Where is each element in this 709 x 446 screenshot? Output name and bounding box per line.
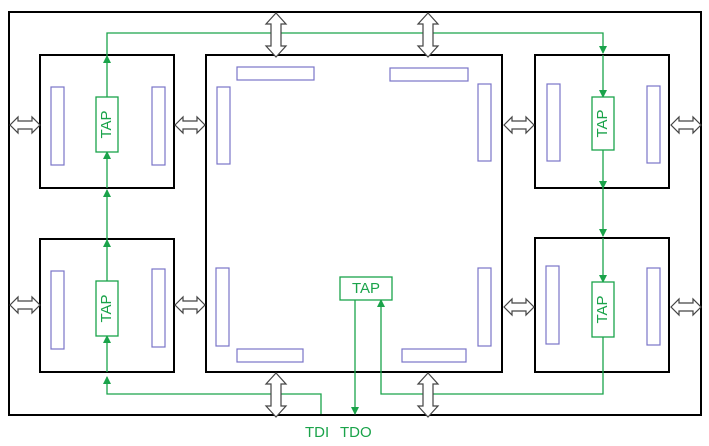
tap-box — [95, 96, 119, 153]
register-cell — [477, 83, 492, 162]
tap-top-left: TAP — [95, 96, 119, 153]
tap-bottom-left: TAP — [95, 280, 119, 337]
scan-path — [106, 32, 607, 56]
register-cell — [545, 265, 560, 345]
scan-path — [377, 299, 604, 395]
bidirectional-arrow-icon — [9, 295, 41, 315]
register-cell — [646, 267, 661, 346]
tap-center: TAP — [339, 276, 393, 301]
register-cell — [50, 86, 65, 166]
register-cell — [477, 267, 492, 347]
io-arrows — [9, 12, 702, 418]
register-cell — [236, 348, 304, 363]
bidirectional-arrow-icon — [670, 115, 702, 135]
register-cell — [151, 268, 166, 348]
tap-label: TAP — [98, 110, 115, 138]
tap-label: TAP — [352, 280, 380, 297]
boundary-scan-registers — [50, 66, 661, 363]
register-cell — [216, 86, 231, 165]
bidirectional-arrow-icon — [9, 115, 41, 135]
register-cell — [401, 348, 467, 363]
bidirectional-arrow-icon — [670, 297, 702, 317]
register-cell — [236, 66, 315, 81]
tdi-label: TDI — [305, 424, 329, 441]
register-cell — [151, 86, 166, 166]
tap-box — [591, 281, 615, 338]
chip-center — [205, 54, 503, 373]
bidirectional-arrow-icon — [264, 372, 288, 418]
bidirectional-arrow-icon — [264, 12, 288, 58]
register-cell — [546, 83, 561, 162]
tap-label: TAP — [98, 294, 115, 322]
scan-path-tdi — [103, 376, 322, 414]
scan-chain — [103, 32, 607, 415]
register-cell — [389, 67, 469, 82]
register-cell — [50, 270, 65, 350]
register-cell — [215, 267, 230, 347]
bidirectional-arrow-icon — [174, 295, 206, 315]
bidirectional-arrow-icon — [416, 12, 440, 58]
bidirectional-arrow-icon — [503, 297, 535, 317]
bidirectional-arrow-icon — [174, 115, 206, 135]
tap-box — [591, 96, 615, 151]
tdo-label: TDO — [340, 424, 372, 441]
tap-bottom-right: TAP — [591, 281, 615, 338]
tap-top-right: TAP — [591, 96, 615, 151]
tap-box — [95, 280, 119, 337]
bidirectional-arrow-icon — [416, 372, 440, 418]
tap-label: TAP — [594, 295, 611, 323]
register-cell — [646, 85, 661, 164]
tap-label: TAP — [594, 109, 611, 137]
tap-box — [339, 276, 393, 301]
bidirectional-arrow-icon — [503, 115, 535, 135]
